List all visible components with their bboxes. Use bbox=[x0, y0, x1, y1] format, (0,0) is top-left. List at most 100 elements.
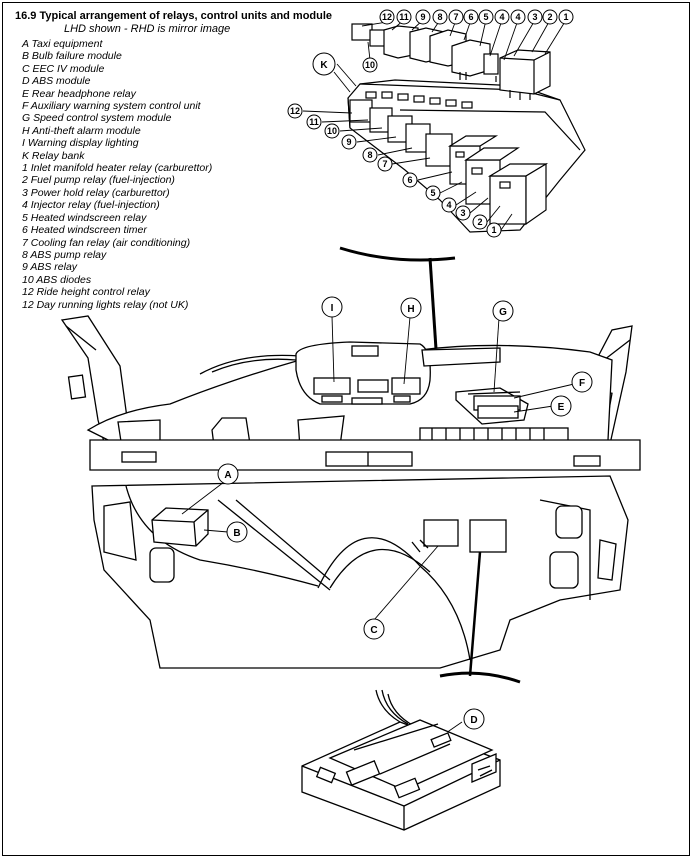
svg-text:11: 11 bbox=[399, 12, 409, 22]
legend-item: 2 Fuel pump relay (fuel-injection) bbox=[22, 174, 175, 187]
legend-item: 6 Heated windscreen timer bbox=[22, 224, 147, 237]
relay-bank-illustration bbox=[347, 79, 586, 233]
callout-4-top-a: 4 bbox=[494, 9, 510, 25]
callout-G: G bbox=[492, 300, 514, 322]
svg-text:H: H bbox=[407, 304, 414, 315]
callout-3-top: 3 bbox=[527, 9, 543, 25]
callout-C: C bbox=[363, 618, 385, 640]
callout-12-top: 12 bbox=[379, 9, 395, 25]
svg-text:11: 11 bbox=[309, 117, 319, 127]
legend-item: 8 ABS pump relay bbox=[22, 248, 107, 261]
callout-4-side: 4 bbox=[441, 197, 457, 213]
legend-item: C EEC IV module bbox=[22, 62, 105, 75]
svg-text:5: 5 bbox=[430, 188, 435, 198]
callout-2-side: 2 bbox=[472, 214, 488, 230]
figure-subtitle: LHD shown - RHD is mirror image bbox=[64, 23, 231, 35]
svg-text:G: G bbox=[499, 307, 507, 318]
legend-item: 12 Ride height control relay bbox=[22, 286, 150, 299]
svg-text:E: E bbox=[558, 402, 565, 413]
callout-11-top: 11 bbox=[396, 9, 412, 25]
svg-text:B: B bbox=[233, 528, 240, 539]
legend-item: 3 Power hold relay (carburettor) bbox=[22, 186, 170, 199]
callout-7-top: 7 bbox=[448, 9, 464, 25]
bulkhead-illustration bbox=[91, 475, 629, 669]
callout-9-top: 9 bbox=[415, 9, 431, 25]
svg-text:7: 7 bbox=[382, 159, 387, 169]
svg-text:1: 1 bbox=[491, 225, 496, 235]
svg-text:12: 12 bbox=[290, 106, 300, 116]
svg-text:K: K bbox=[320, 60, 328, 71]
svg-text:8: 8 bbox=[367, 150, 372, 160]
callout-6-side: 6 bbox=[402, 172, 418, 188]
abs-module-illustration bbox=[301, 689, 501, 831]
legend-item: B Bulb failure module bbox=[22, 50, 122, 63]
svg-text:8: 8 bbox=[437, 12, 442, 22]
callout-K: K bbox=[312, 52, 336, 76]
legend-item: E Rear headphone relay bbox=[22, 87, 136, 100]
callout-4-top-b: 4 bbox=[510, 9, 526, 25]
svg-text:F: F bbox=[579, 378, 585, 389]
abs-module-connector bbox=[439, 671, 521, 684]
legend-item: F Auxiliary warning system control unit bbox=[22, 100, 201, 113]
legend-item: 1 Inlet manifold heater relay (carburett… bbox=[22, 162, 213, 175]
callout-1-side: 1 bbox=[486, 222, 502, 238]
callout-E: E bbox=[550, 395, 572, 417]
legend-item: K Relay bank bbox=[22, 149, 85, 162]
legend-item: 4 Injector relay (fuel-injection) bbox=[22, 199, 160, 212]
callout-H: H bbox=[400, 297, 422, 319]
svg-text:1: 1 bbox=[563, 12, 568, 22]
callout-8-side: 8 bbox=[362, 147, 378, 163]
legend-item: 10 ABS diodes bbox=[22, 273, 92, 286]
callout-10-side: 10 bbox=[324, 123, 340, 139]
svg-text:2: 2 bbox=[547, 12, 552, 22]
dashboard-illustration bbox=[60, 315, 641, 471]
svg-text:2: 2 bbox=[477, 217, 482, 227]
legend-item: 12 Day running lights relay (not UK) bbox=[22, 298, 189, 311]
legend-item: 7 Cooling fan relay (air conditioning) bbox=[22, 236, 191, 249]
callout-10-top: 10 bbox=[362, 57, 378, 73]
legend-item: 9 ABS relay bbox=[22, 261, 78, 274]
svg-text:4: 4 bbox=[446, 200, 451, 210]
svg-text:5: 5 bbox=[483, 12, 488, 22]
callout-6-top: 6 bbox=[463, 9, 479, 25]
callout-I: I bbox=[321, 296, 343, 318]
svg-text:9: 9 bbox=[346, 137, 351, 147]
callout-11-side: 11 bbox=[306, 114, 322, 130]
svg-text:4: 4 bbox=[499, 12, 504, 22]
svg-text:I: I bbox=[331, 303, 334, 314]
svg-text:6: 6 bbox=[407, 175, 412, 185]
legend-item: A Taxi equipment bbox=[22, 38, 103, 50]
svg-text:6: 6 bbox=[468, 12, 473, 22]
callout-7-side: 7 bbox=[377, 156, 393, 172]
figure-title: 16.9 Typical arrangement of relays, cont… bbox=[15, 10, 333, 22]
callout-A: A bbox=[217, 463, 239, 485]
svg-text:3: 3 bbox=[460, 208, 465, 218]
svg-text:7: 7 bbox=[453, 12, 458, 22]
callout-1-top: 1 bbox=[558, 9, 574, 25]
svg-text:D: D bbox=[470, 715, 477, 726]
svg-text:10: 10 bbox=[365, 60, 375, 70]
lower-callouts: I H G F E A B C D bbox=[217, 296, 593, 730]
svg-text:3: 3 bbox=[532, 12, 537, 22]
legend-item: G Speed control system module bbox=[22, 112, 172, 125]
legend-item: I Warning display lighting bbox=[22, 137, 139, 150]
legend-item: D ABS module bbox=[22, 75, 91, 88]
callout-12-side: 12 bbox=[287, 103, 303, 119]
callout-B: B bbox=[226, 521, 248, 543]
callout-5-side: 5 bbox=[425, 185, 441, 201]
svg-text:9: 9 bbox=[420, 12, 425, 22]
callout-8-top: 8 bbox=[432, 9, 448, 25]
svg-text:4: 4 bbox=[515, 12, 520, 22]
callout-3-side: 3 bbox=[455, 205, 471, 221]
svg-text:A: A bbox=[224, 470, 231, 481]
callout-2-top: 2 bbox=[542, 9, 558, 25]
callout-9-side: 9 bbox=[341, 134, 357, 150]
callout-D: D bbox=[463, 708, 485, 730]
svg-text:C: C bbox=[370, 625, 377, 636]
svg-text:12: 12 bbox=[382, 12, 392, 22]
callout-5-top: 5 bbox=[478, 9, 494, 25]
svg-text:10: 10 bbox=[327, 126, 337, 136]
